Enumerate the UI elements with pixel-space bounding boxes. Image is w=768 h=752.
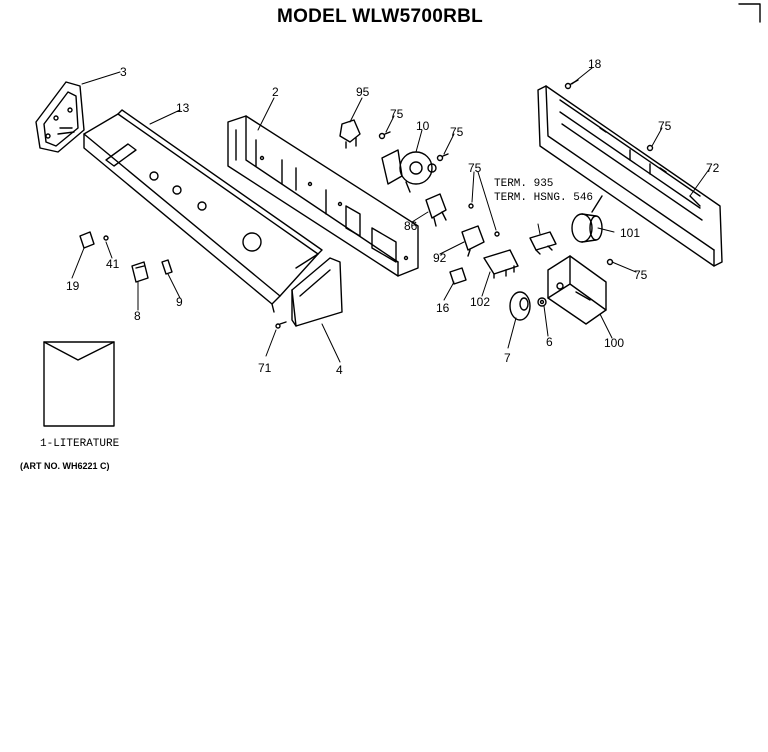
callout-10: 10 [416,119,430,133]
part-95-switch[interactable] [339,119,361,149]
callout-71: 71 [258,361,272,375]
callout-18: 18 [588,57,602,71]
literature-envelope-icon [43,341,115,427]
part-100-timer[interactable] [547,255,607,325]
part-9-clip[interactable] [161,259,173,275]
part-75-screw-b[interactable] [436,153,449,162]
terminal-housing[interactable] [529,231,557,255]
part-19-button[interactable] [79,231,95,249]
part-13-control-panel[interactable] [83,109,323,313]
part-4-end-cap[interactable] [291,257,343,327]
callout-8: 8 [134,309,141,323]
callout-7: 7 [504,351,511,365]
callout-75-d: 75 [658,119,672,133]
part-72-back-panel[interactable] [537,85,723,267]
leader-lines [71,67,711,363]
callout-95: 95 [356,85,370,99]
callout-13: 13 [176,101,190,115]
terminal-note-line-1: TERM. 935 [494,178,553,190]
callout-3: 3 [120,65,127,79]
part-75-screw-a[interactable] [378,131,391,140]
part-75-screw-d[interactable] [646,144,654,152]
part-7-timer-knob[interactable] [509,291,531,321]
part-71-screw[interactable] [275,321,287,329]
part-8-knob[interactable] [131,261,149,283]
callout-72: 72 [706,161,720,175]
callout-9: 9 [176,295,183,309]
callout-19: 19 [66,279,80,293]
part-3-end-cap[interactable] [35,81,85,153]
part-6-knob-insert[interactable] [537,297,547,307]
frame-corner [738,3,761,23]
callout-86: 86 [404,219,418,233]
callout-4: 4 [336,363,343,377]
part-92-switch[interactable] [461,225,485,257]
part-75-screw-c[interactable] [468,203,500,237]
part-102-terminal-block[interactable] [483,249,519,279]
terminal-note-line-2: TERM. HSNG. 546 [494,192,593,204]
part-10-switch-assembly[interactable] [381,149,437,193]
callout-75-c: 75 [468,161,482,175]
callout-100: 100 [604,336,624,350]
callout-102: 102 [470,295,490,309]
callout-6: 6 [546,335,553,349]
part-2-back-bracket[interactable] [227,115,419,277]
callout-92: 92 [433,251,447,265]
literature-art-number: (ART NO. WH6221 C) [20,461,110,471]
callout-75-b: 75 [450,125,464,139]
callout-75-e: 75 [634,268,648,282]
callout-41: 41 [106,257,120,271]
part-41-spring[interactable] [103,235,109,241]
callout-101: 101 [620,226,640,240]
part-16-connector[interactable] [449,267,467,285]
literature-label: 1-LITERATURE [40,438,120,450]
page-title: MODEL WLW5700RBL [276,6,484,27]
part-86-switch[interactable] [425,193,447,227]
callout-16: 16 [436,301,450,315]
callout-75-a: 75 [390,107,404,121]
callout-2: 2 [272,85,279,99]
part-101-timer-motor[interactable] [571,195,603,243]
